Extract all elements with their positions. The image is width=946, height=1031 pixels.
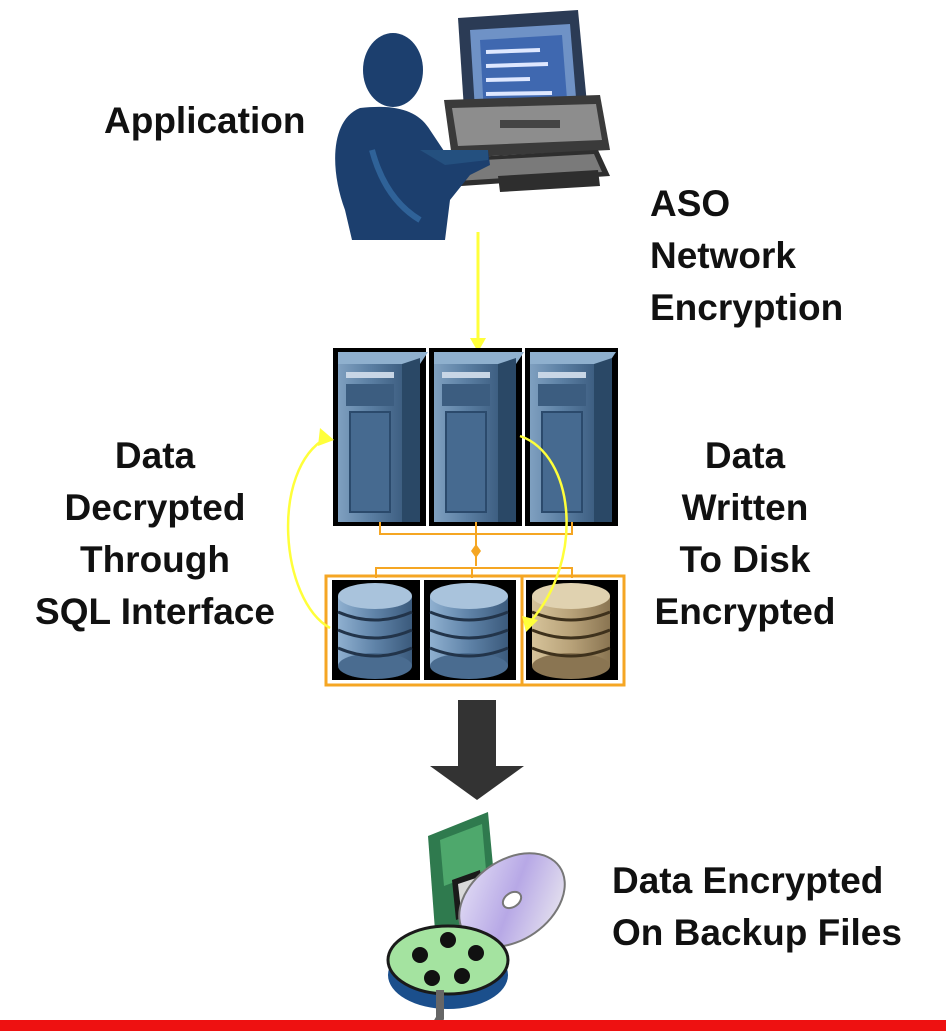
backup-media-icon [386, 812, 566, 1031]
write-flow-arrow [519, 434, 568, 632]
backup-arrow [430, 700, 524, 800]
decrypt-flow-arrow [286, 428, 334, 630]
person-at-computer-icon [335, 10, 610, 240]
data-written-label: Data Written To Disk Encrypted [654, 435, 836, 632]
backup-encrypted-label: Data Encrypted On Backup Files [612, 860, 902, 953]
network-flow-arrow [470, 232, 486, 352]
server-rack-icon [333, 348, 618, 526]
bottom-red-bar [0, 1020, 946, 1031]
data-decrypted-label: Data Decrypted Through SQL Interface [35, 435, 275, 632]
aso-network-encryption-label: ASO Network Encryption [650, 183, 844, 328]
disk-stack-icon [332, 580, 618, 680]
application-label: Application [104, 100, 306, 141]
